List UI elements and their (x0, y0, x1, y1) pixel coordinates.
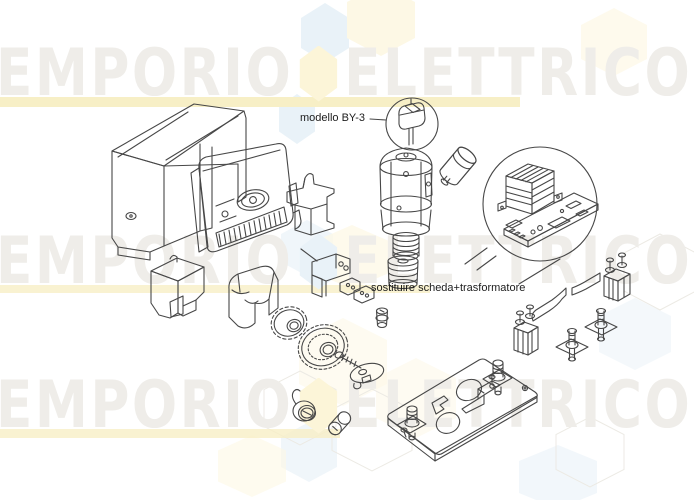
limit-switch-part (300, 248, 351, 298)
anchor-bolt-1-part (555, 327, 589, 362)
watermark-row-3: EMPORIO ELETTRICO (0, 368, 692, 443)
release-lock-part (291, 388, 317, 422)
drive-gear-part (297, 324, 349, 370)
watermark-word: EMPORIO (0, 36, 294, 111)
motor-worm-shaft-part (392, 231, 420, 261)
housing-cover-part (111, 103, 247, 261)
circuit-board-part (503, 192, 599, 248)
watermark-underline-3 (0, 429, 340, 438)
anchor-bolt-2-part (584, 307, 618, 342)
leader-line (464, 247, 488, 265)
worm-spring-part (387, 255, 419, 290)
watermark-word: EMPORIO (0, 368, 294, 443)
watermark-row-2: EMPORIO ELETTRICO (0, 224, 692, 299)
cover-strip-part (288, 182, 299, 207)
pinion-gear-part (270, 306, 308, 340)
leader-line (369, 118, 387, 121)
key-cylinder-part (328, 411, 352, 436)
mount-bracket-part (150, 254, 205, 319)
watermark-word: ELETTRICO (344, 36, 693, 111)
replace-annotation: sostituire scheda+trasformatore (371, 282, 526, 294)
anchor-stud-rear-part (396, 405, 427, 441)
terminal-clamps-part (339, 277, 375, 304)
board-transformer-inset-part (464, 146, 599, 271)
release-bracket-part (286, 173, 335, 236)
fixing-bracket-left-part (513, 287, 567, 356)
transformer-part (497, 163, 563, 215)
watermark-underline-2 (0, 285, 430, 293)
capacitor-part (439, 146, 477, 186)
spacer-pin-part (375, 307, 389, 329)
model-annotation: modello BY-3 (300, 112, 366, 124)
watermark-word: EMPORIO (0, 224, 294, 299)
leader-line (476, 255, 497, 271)
base-plate-part (387, 358, 538, 462)
leader-line (518, 258, 561, 285)
fixing-bracket-right-part (571, 252, 631, 302)
power-plug-part (398, 98, 426, 146)
front-cover-panel-part (190, 143, 302, 253)
watermark-underline-1 (0, 97, 520, 107)
replace-leader (518, 258, 561, 285)
model-callout-circle-part (369, 97, 439, 151)
gear-housing-part (228, 265, 279, 329)
watermark-row-1: EMPORIO ELETTRICO (0, 36, 692, 111)
anchor-stud-front-part (482, 359, 513, 396)
watermark-word: ELETTRICO (344, 224, 693, 299)
motor-part (379, 147, 433, 237)
screw-with-washer-part (334, 351, 385, 390)
